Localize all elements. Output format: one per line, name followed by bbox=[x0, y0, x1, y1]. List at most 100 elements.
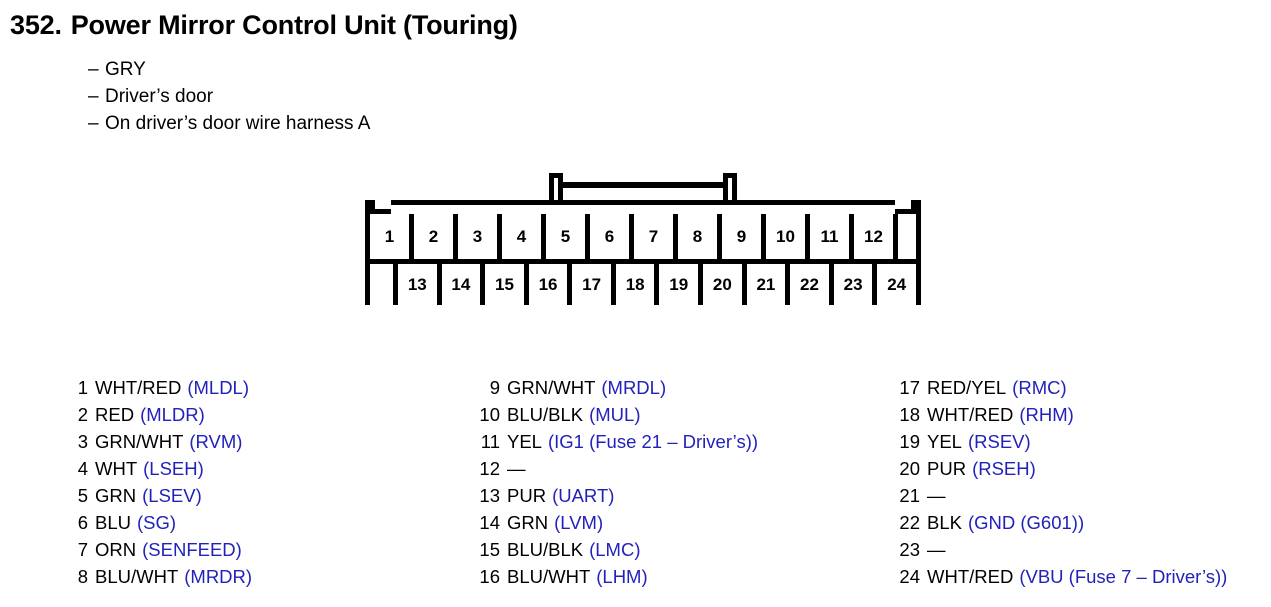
pin-entry-signal-name: (MLDR) bbox=[140, 404, 205, 425]
connector-pin-12: 12 bbox=[849, 214, 893, 259]
pin-entry: 12— bbox=[478, 455, 758, 482]
connector-pin-6: 6 bbox=[585, 214, 629, 259]
pin-entry-wire-color: BLU/BLK bbox=[507, 539, 584, 560]
pin-entry-wire-color: RED/YEL bbox=[927, 377, 1007, 398]
title-block: 352. Power Mirror Control Unit (Touring) bbox=[10, 8, 1110, 42]
connector-pin-9: 9 bbox=[717, 214, 761, 259]
pin-entry-signal-name: (GND (G601)) bbox=[967, 512, 1085, 533]
connector-pin-13: 13 bbox=[393, 259, 437, 305]
pin-entry-wire-color: ORN bbox=[95, 539, 137, 560]
subtitle-item-label: On driver’s door wire harness A bbox=[105, 113, 371, 134]
pin-entry: 3 GRN/WHT(RVM) bbox=[66, 428, 252, 455]
pin-entry-number: 10 bbox=[479, 404, 500, 425]
connector-notch-left bbox=[370, 200, 391, 214]
page-title: 352. Power Mirror Control Unit (Touring) bbox=[10, 8, 1110, 42]
pin-entry-number: 8 bbox=[77, 566, 88, 587]
connector-pin-11: 11 bbox=[805, 214, 849, 259]
pin-entry-wire-color: BLK bbox=[927, 512, 962, 533]
pin-entry-number: 18 bbox=[899, 404, 920, 425]
pin-entry-wire-color: GRN bbox=[507, 512, 549, 533]
pin-entry-number: 15 bbox=[479, 539, 500, 560]
connector-pin-10: 10 bbox=[761, 214, 805, 259]
connector-pin-18: 18 bbox=[610, 259, 655, 305]
pin-entry-signal-name: (RHM) bbox=[1019, 404, 1074, 425]
pin-entry-number: 20 bbox=[899, 458, 920, 479]
bullet-dash-icon: – bbox=[88, 86, 99, 107]
pin-entry-wire-color: BLU bbox=[95, 512, 131, 533]
bullet-dash-icon: – bbox=[88, 59, 99, 80]
subtitle-item: –Driver’s door bbox=[88, 83, 370, 110]
page-title-number: 352. bbox=[10, 10, 62, 40]
pin-entry-wire-color: GRN bbox=[95, 485, 137, 506]
pin-entry-wire-color: PUR bbox=[507, 485, 547, 506]
subtitle-item-label: GRY bbox=[105, 59, 146, 80]
pin-entry-wire-color: GRN/WHT bbox=[95, 431, 184, 452]
pin-entry: 21— bbox=[898, 482, 1227, 509]
pin-entry-number: 6 bbox=[77, 512, 88, 533]
pin-entry-signal-name: (RVM) bbox=[189, 431, 243, 452]
pin-entry: 22 BLK(GND (G601)) bbox=[898, 509, 1227, 536]
connector-pin-20: 20 bbox=[698, 259, 742, 305]
connector-pin-15: 15 bbox=[480, 259, 524, 305]
pin-entry-wire-color: YEL bbox=[507, 431, 542, 452]
pin-entry-wire-color: WHT/RED bbox=[95, 377, 182, 398]
subtitle-item-label: Driver’s door bbox=[105, 86, 214, 107]
connector-pin-14: 14 bbox=[436, 259, 481, 305]
connector-pin-8: 8 bbox=[673, 214, 717, 259]
page-title-text: Power Mirror Control Unit (Touring) bbox=[70, 10, 518, 40]
pin-entry-number: 9 bbox=[489, 377, 500, 398]
pin-entry-number: 19 bbox=[899, 431, 920, 452]
pin-entry-wire-color: PUR bbox=[927, 458, 967, 479]
connector-pin-1: 1 bbox=[370, 214, 409, 259]
pin-entry-signal-name: (MRDL) bbox=[601, 377, 667, 398]
pin-entry-wire-color: WHT/RED bbox=[927, 566, 1014, 587]
pin-entry-signal-name: (SG) bbox=[137, 512, 177, 533]
pin-entry-number: 1 bbox=[77, 377, 88, 398]
latch-post-left bbox=[549, 173, 563, 205]
pin-entry-signal-name: (RMC) bbox=[1012, 377, 1067, 398]
connector-pin-19: 19 bbox=[654, 259, 699, 305]
pin-entry-number: 14 bbox=[479, 512, 500, 533]
pin-entry-number: 23 bbox=[899, 539, 920, 560]
pin-entry-wire-color: — bbox=[927, 485, 946, 506]
connector-pin-3: 3 bbox=[453, 214, 497, 259]
bullet-dash-icon: – bbox=[88, 113, 99, 134]
pin-entry: 18 WHT/RED(RHM) bbox=[898, 401, 1227, 428]
pin-entry-number: 13 bbox=[479, 485, 500, 506]
pin-entry-number: 22 bbox=[899, 512, 920, 533]
connector-pin-21: 21 bbox=[741, 259, 786, 305]
subtitle-list: –GRY–Driver’s door–On driver’s door wire… bbox=[88, 56, 370, 137]
connector-pin-7: 7 bbox=[629, 214, 673, 259]
pin-entry-signal-name: (MRDR) bbox=[184, 566, 253, 587]
pin-entry: 6 BLU (SG) bbox=[66, 509, 252, 536]
connector-pin-blank bbox=[893, 214, 916, 259]
subtitle-item: –On driver’s door wire harness A bbox=[88, 110, 370, 137]
pin-entry-signal-name: (SENFEED) bbox=[142, 539, 242, 560]
connector-pin-5: 5 bbox=[541, 214, 585, 259]
pin-entry-number: 11 bbox=[480, 431, 500, 452]
pin-entry-wire-color: BLU/WHT bbox=[507, 566, 591, 587]
pin-entry-wire-color: WHT/RED bbox=[927, 404, 1014, 425]
pin-entry-number: 5 bbox=[77, 485, 88, 506]
connector-pin-23: 23 bbox=[828, 259, 873, 305]
connector-pin-blank bbox=[370, 259, 393, 305]
pin-entry-signal-name: (RSEV) bbox=[967, 431, 1031, 452]
pin-entry-signal-name: (IG1 (Fuse 21 – Driver’s)) bbox=[547, 431, 759, 452]
pin-entry-number: 3 bbox=[77, 431, 88, 452]
